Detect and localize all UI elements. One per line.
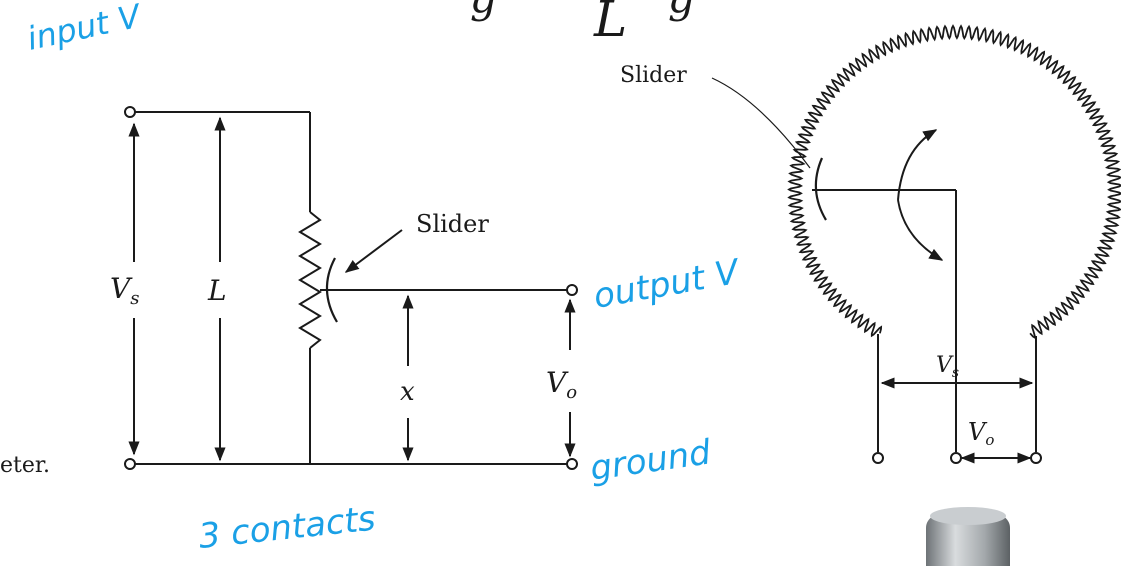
rotation-arrow-up: [897, 129, 938, 201]
terminal-top-left: [124, 106, 136, 118]
rotary-terminal-right: [1030, 452, 1042, 464]
resistor-zigzag: [298, 211, 322, 349]
annotation-ground: ground: [588, 432, 714, 489]
rotary-potentiometer: [711, 24, 1121, 464]
formula-fragment-l: L: [593, 0, 627, 48]
annotation-contacts: 3 contacts: [197, 499, 378, 557]
formula-fragment-g: g: [668, 0, 695, 22]
slider-pointer-arrow: [344, 229, 403, 273]
annotation-input: input V: [24, 0, 146, 58]
rotary-slider-label: Slider: [620, 63, 687, 88]
rotary-terminal-middle: [950, 452, 962, 464]
linear-vs-label: Vs: [110, 272, 139, 309]
linear-slider-label: Slider: [416, 210, 489, 238]
linear-vo-label: Vo: [546, 366, 577, 403]
rotary-terminal-left: [872, 452, 884, 464]
formula-fragment-g2: g: [470, 0, 497, 22]
rotary-slider-pointer: [711, 77, 811, 169]
rotation-arrow-down: [897, 199, 944, 261]
rotary-resistive-track: [787, 24, 1121, 340]
terminal-ground: [566, 458, 578, 470]
terminal-output: [566, 284, 578, 296]
terminal-bottom-left: [124, 458, 136, 470]
linear-potentiometer: [124, 106, 578, 470]
potentiometer-knob-image: [926, 507, 1010, 566]
caption-fragment: eter.: [0, 453, 50, 478]
linear-x-label: x: [400, 377, 415, 407]
rotary-vo-label: Vo: [968, 418, 994, 449]
handwritten-annotations: input V output V ground 3 contacts: [24, 0, 744, 557]
rotary-vs-label: Vs: [936, 353, 959, 381]
linear-length-label: L: [207, 274, 227, 307]
annotation-output: output V: [591, 252, 745, 317]
